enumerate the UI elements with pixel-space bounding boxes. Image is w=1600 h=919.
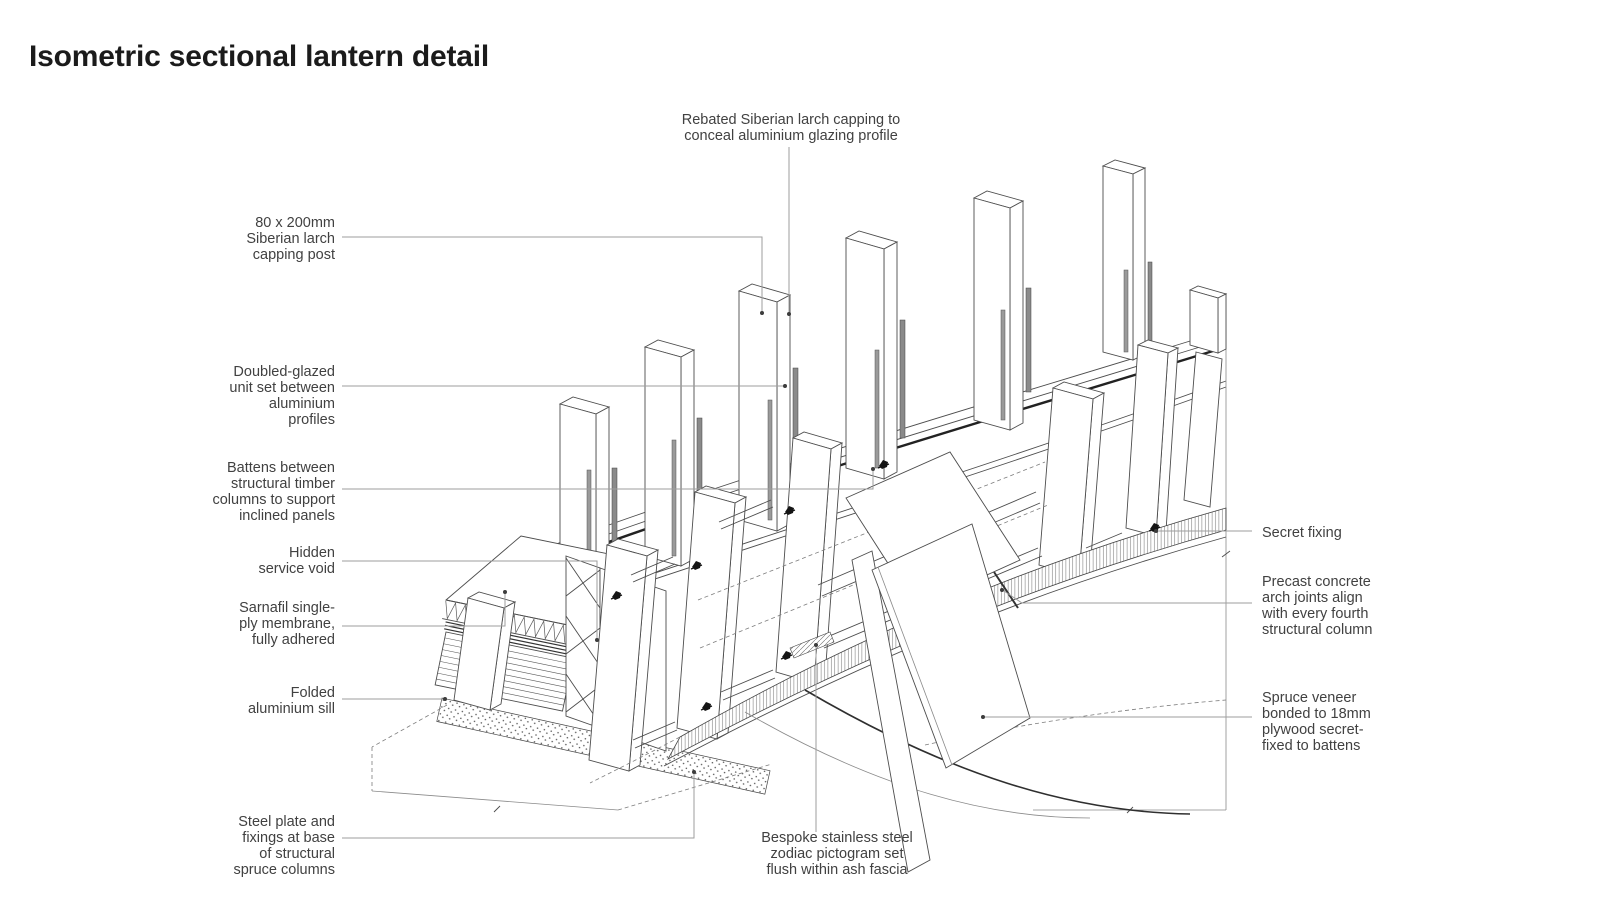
annotation-zodiac-pictogram: Bespoke stainless steel zodiac pictogram…	[761, 830, 913, 878]
spruce-column	[588, 538, 660, 772]
leader-dots	[443, 311, 1158, 774]
spruce-column	[1183, 351, 1223, 508]
annotation-precast-arch: Precast concrete arch joints align with …	[1262, 574, 1373, 638]
zodiac-fascia	[789, 631, 835, 659]
panel-edge	[851, 550, 931, 873]
capping-post	[1101, 159, 1147, 361]
capping-post	[737, 283, 792, 532]
capping-posts	[558, 159, 1228, 599]
page-title: Isometric sectional lantern detail	[29, 40, 490, 74]
annotation-aluminium-sill: Folded aluminium sill	[247, 685, 335, 717]
annotation-double-glazed: Doubled-glazed unit set between aluminiu…	[229, 364, 335, 428]
capping-post	[643, 339, 696, 567]
annotation-battens: Battens between structural timber column…	[212, 460, 335, 524]
leader-lines	[342, 147, 1252, 839]
fixing-clips	[610, 460, 1161, 711]
capping-post	[844, 230, 899, 480]
arch-joint	[993, 571, 1019, 609]
spruce-column	[676, 485, 748, 740]
annotation-rebated-capping: Rebated Siberian larch capping to concea…	[681, 112, 901, 144]
annotation-service-void: Hidden service void	[258, 545, 335, 577]
spruce-column	[1038, 381, 1106, 577]
capping-post	[1188, 285, 1228, 354]
annotation-spruce-veneer: Spruce veneer bonded to 18mm plywood sec…	[1262, 690, 1371, 754]
veneer-panels	[845, 451, 1031, 873]
capping-post	[972, 190, 1025, 431]
annotation-steel-plate: Steel plate and fixings at base of struc…	[233, 814, 335, 878]
annotation-capping-post: 80 x 200mm Siberian larch capping post	[246, 215, 335, 263]
annotation-membrane: Sarnafil single- ply membrane, fully adh…	[239, 600, 335, 648]
annotation-secret-fixing: Secret fixing	[1262, 525, 1342, 541]
spruce-column	[1125, 339, 1180, 537]
panel-lower	[871, 523, 1031, 769]
